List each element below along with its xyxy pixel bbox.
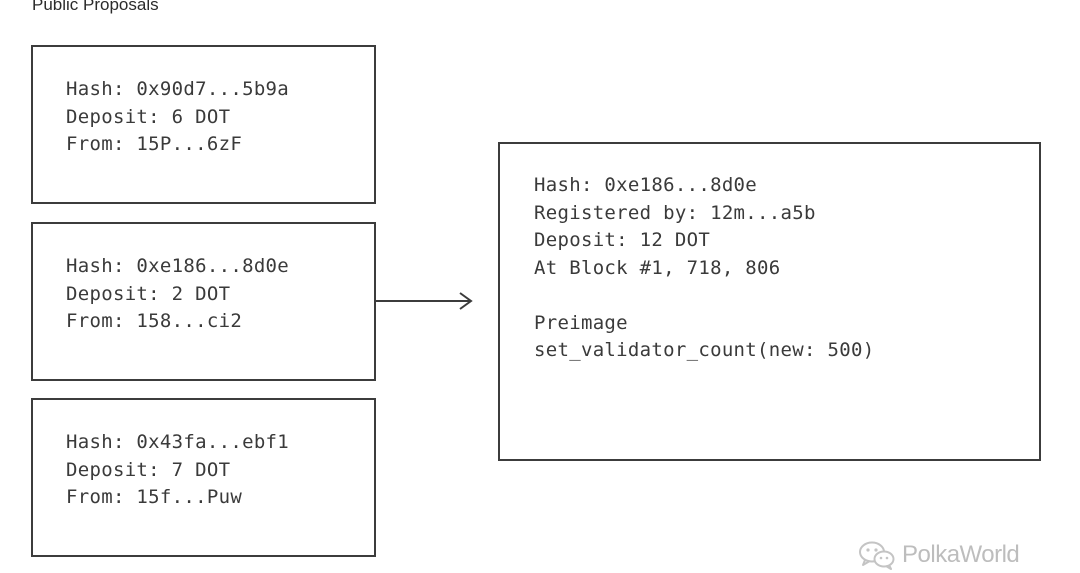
detail-registered-by: Registered by: 12m...a5b [534,201,816,224]
preimage-label: Preimage [534,311,628,334]
detail-hash: Hash: 0xe186...8d0e [534,174,758,196]
preimage-detail-card: Hash: 0xe186...8d0e Registered by: 12m..… [498,142,1041,461]
detail-block: At Block #1, 718, 806 [534,256,781,279]
proposal-hash: Hash: 0xe186...8d0e [66,255,290,277]
page-title: Public Proposals [32,0,159,14]
proposal-card: Hash: 0x43fa...ebf1 Deposit: 7 DOT From:… [31,398,376,557]
proposal-deposit: Deposit: 2 DOT [66,282,231,305]
proposal-from: From: 15f...Puw [66,486,243,508]
preimage-call: set_validator_count(new: 500) [534,339,875,361]
arrow-connector [376,292,473,310]
proposal-hash: Hash: 0x90d7...5b9a [66,78,290,100]
proposal-deposit: Deposit: 6 DOT [66,105,231,128]
watermark: PolkaWorld [858,540,1020,570]
proposal-from: From: 15P...6zF [66,133,243,155]
proposal-card: Hash: 0x90d7...5b9a Deposit: 6 DOT From:… [31,45,376,204]
proposal-hash: Hash: 0x43fa...ebf1 [66,431,290,453]
spacer [534,282,874,310]
wechat-icon [859,541,895,570]
detail-deposit: Deposit: 12 DOT [534,229,711,251]
proposal-card: Hash: 0xe186...8d0e Deposit: 2 DOT From:… [31,222,376,381]
proposal-from: From: 158...ci2 [66,310,243,332]
watermark-text: PolkaWorld [902,541,1020,568]
proposal-deposit: Deposit: 7 DOT [66,458,231,481]
